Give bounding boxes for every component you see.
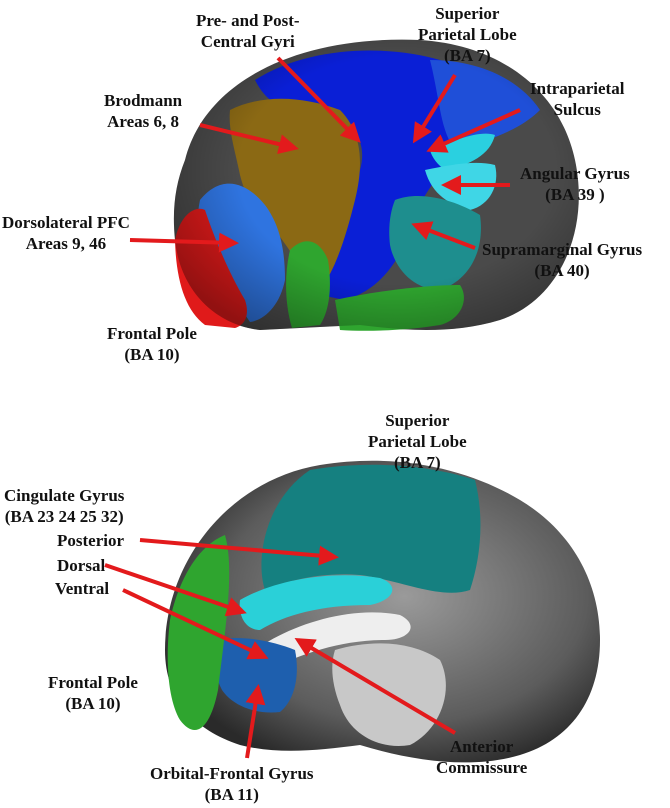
arrow-dorsal [104,563,247,617]
arrow-supramarginal [411,221,476,250]
arrow-anterior-commissure [294,637,457,735]
label-superior-parietal-bottom: Superior Parietal Lobe (BA 7) [368,411,467,472]
lateral-brain [173,39,579,331]
label-dlpfc: Dorsolateral PFC Areas 9, 46 [2,213,130,253]
arrows [104,56,521,759]
label-dorsal: Dorsal [57,556,106,575]
arrow-pre-post-central [276,56,361,143]
cingulate-dorsal-region [239,575,393,630]
label-posterior: Posterior [57,531,125,550]
arrow-dlpfc [129,232,239,253]
cingulate-posterior-region [261,464,481,593]
label-pre-post-central: Pre- and Post- Central Gyri [196,11,300,51]
arrow-superior-parietal-top [412,73,457,144]
label-frontal-pole-top: Frontal Pole (BA 10) [107,324,197,364]
green-region-medial [167,535,230,730]
label-supramarginal: Supramarginal Gyrus (BA 40) [482,240,643,280]
label-intraparietal: Intraparietal Sulcus [530,79,625,119]
label-cingulate: Cingulate Gyrus (BA 23 24 25 32) [4,486,125,526]
label-ventral: Ventral [55,579,110,598]
arrow-ventral [122,588,269,660]
arrow-intraparietal [426,108,521,153]
label-angular: Angular Gyrus (BA 39 ) [520,164,630,204]
label-frontal-pole-bottom: Frontal Pole (BA 10) [48,673,138,713]
arrow-orbital-frontal [245,684,266,759]
arrow-brodmann [199,123,299,154]
arrow-posterior [139,538,339,566]
medial-brain [165,460,600,763]
cingulate-ventral-region [213,638,297,713]
label-orbital-frontal: Orbital-Frontal Gyrus (BA 11) [150,764,314,804]
label-superior-parietal-top: Superior Parietal Lobe (BA 7) [418,4,517,65]
label-anterior-commissure: Anterior Commissure [436,737,528,777]
label-brodmann: Brodmann Areas 6, 8 [104,91,183,131]
